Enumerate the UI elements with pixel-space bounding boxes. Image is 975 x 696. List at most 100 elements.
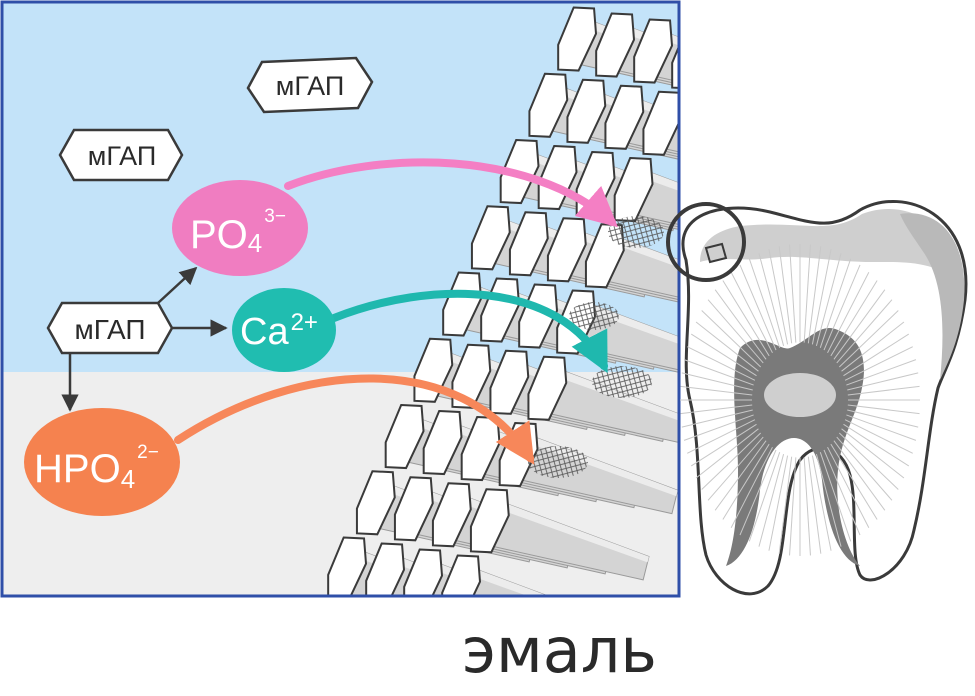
tooth-ray: [680, 385, 753, 396]
tooth-ray: [833, 440, 886, 511]
tooth-ray: [838, 432, 899, 490]
tooth-ray: [833, 289, 886, 360]
curved-arrow-icon: [284, 158, 619, 228]
tooth-ray: [707, 436, 764, 501]
tooth-ray: [681, 372, 753, 391]
tooth-ray: [722, 280, 770, 357]
enamel-prism: [633, 18, 679, 111]
curved-arrow-icon: [330, 289, 608, 374]
caption-enamel: эмаль: [462, 614, 657, 687]
hpo4-ion: HPO42−: [24, 408, 180, 516]
mgap-hex-left: мГАП: [58, 128, 184, 182]
arrow-up-icon: [157, 266, 198, 304]
hpo4-sup: 2−: [137, 442, 159, 463]
po4-sup: 3−: [264, 206, 286, 227]
tooth-ray: [823, 264, 861, 351]
tooth-ray: [789, 244, 797, 343]
tooth-ray: [707, 299, 764, 364]
tooth-ray: [680, 404, 753, 415]
ca-base: Ca: [240, 311, 289, 353]
po4-base: PO: [190, 213, 248, 257]
enamel-prism: [527, 355, 679, 448]
tooth-ray: [847, 409, 919, 428]
curved-arrow-icon: [174, 374, 535, 465]
hpo4-base: HPO: [34, 447, 121, 491]
tooth-ray: [827, 446, 870, 529]
tooth-ray: [836, 436, 893, 501]
tooth-ray: [683, 359, 754, 386]
tooth-ray: [768, 249, 789, 345]
tooth-ray: [844, 419, 913, 454]
enamel-prism: [469, 488, 650, 581]
enamel-prism: [671, 24, 679, 90]
mgap-hex-source: мГАП: [46, 301, 174, 355]
tooth-ray: [811, 455, 832, 551]
tooth-ray: [701, 310, 762, 368]
tooth-ray: [830, 443, 878, 520]
tooth-ray: [841, 428, 905, 479]
hpo4-sub: 4: [121, 464, 135, 494]
tooth-ray: [841, 321, 905, 372]
tooth-ray: [730, 446, 773, 529]
mgap-label: мГАП: [276, 71, 345, 101]
tooth-ray: [778, 456, 793, 554]
po4-bubble: [172, 180, 308, 276]
tooth-ray: [815, 253, 842, 347]
tooth-ray: [681, 409, 753, 428]
mesh-spot-ca-upper: [569, 302, 619, 330]
tooth-ray: [819, 258, 852, 348]
mgap-label: мГАП: [88, 141, 157, 171]
ca-ion: Ca2+: [232, 288, 336, 372]
tooth-ray: [695, 321, 759, 372]
tooth-ray: [748, 258, 781, 348]
tooth-ray: [690, 333, 757, 377]
svg-text:Ca2+: Ca2+: [240, 309, 318, 353]
tooth-ray: [789, 457, 797, 556]
tooth-ray: [748, 452, 781, 542]
tooth-ray: [714, 289, 767, 360]
tooth-ray: [846, 414, 917, 441]
tooth-ray: [778, 246, 793, 344]
tooth-ray: [811, 249, 832, 345]
tooth-ray: [836, 299, 893, 364]
enamel-prism: [642, 90, 679, 183]
tooth-ray: [803, 244, 811, 343]
tooth-ray: [847, 372, 919, 391]
tooth-ray: [768, 455, 789, 551]
tooth-ray: [803, 457, 811, 556]
tooth-ray: [823, 449, 861, 536]
zoom-frame: [0, 0, 681, 598]
tooth-ray: [847, 385, 920, 396]
tooth-ray: [830, 280, 878, 357]
tooth-ray: [730, 271, 773, 354]
tooth-ray: [807, 246, 822, 344]
mesh-spot-hpo4: [528, 446, 588, 478]
tooth-ray: [827, 271, 870, 354]
tooth-ray: [819, 452, 852, 542]
tooth-ray: [758, 453, 785, 547]
magnifier-circle-icon: [666, 202, 746, 282]
enamel-prism: [441, 554, 621, 596]
mgap-hex-top: мГАП: [246, 56, 374, 114]
tooth-ray: [739, 449, 777, 536]
mgap-label: мГАП: [74, 314, 145, 345]
ca-bubble: [232, 288, 336, 372]
tooth-ray: [843, 333, 910, 377]
tooth-icon: [680, 200, 968, 596]
tooth-ray: [807, 456, 822, 554]
tooth-ray: [843, 423, 910, 467]
tooth-ray: [758, 253, 785, 347]
tooth-ray: [690, 423, 757, 467]
tooth-ray: [739, 264, 777, 351]
svg-text:PO43−: PO43−: [190, 206, 286, 258]
tooth-ray: [695, 428, 759, 479]
tooth-ray: [844, 346, 913, 381]
po4-sub: 4: [248, 228, 262, 258]
hpo4-bubble: [24, 408, 180, 516]
tooth-ray: [846, 359, 917, 386]
tooth-ray: [847, 404, 920, 415]
ca-sup: 2+: [291, 309, 318, 336]
tooth-ray: [815, 453, 842, 547]
svg-text:HPO42−: HPO42−: [34, 442, 159, 494]
